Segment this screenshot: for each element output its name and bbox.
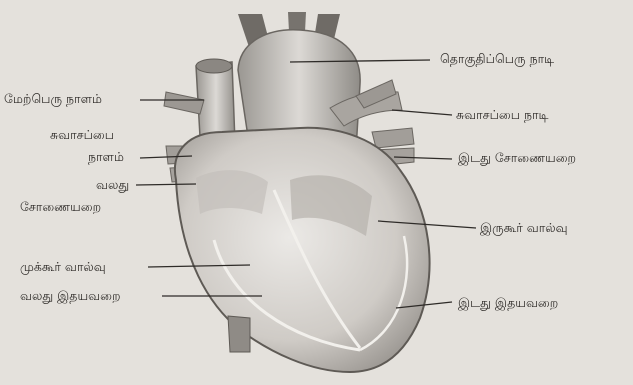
label-superior-vena-cava: மேற்பெரு நாளம் [4, 92, 102, 106]
label-right-atrium-line1: வலது [96, 178, 129, 192]
label-tricuspid-valve: முக்கூர் வால்வு [20, 260, 106, 274]
atrium-shading [196, 170, 268, 214]
vena-cava-opening [196, 59, 232, 73]
label-pulmonary-vein-line2: நாளம் [88, 150, 124, 164]
label-left-ventricle: இடது இதயவறை [458, 296, 558, 310]
label-right-atrium-line2: சோணையறை [20, 200, 101, 214]
label-aorta: தொகுதிப்பெரு நாடி [440, 52, 554, 66]
label-bicuspid-valve: இருகூர் வால்வு [480, 221, 568, 235]
label-right-ventricle: வலது இதயவறை [20, 289, 120, 303]
inferior-vena-cava [228, 316, 250, 352]
label-left-atrium: இடது சோணையறை [458, 151, 576, 165]
pulmonary-vein-right [372, 128, 414, 148]
label-pulmonary-artery: சுவாசப்பை நாடி [456, 108, 548, 122]
label-pulmonary-vein-line1: சுவாசப்பை [50, 128, 114, 142]
